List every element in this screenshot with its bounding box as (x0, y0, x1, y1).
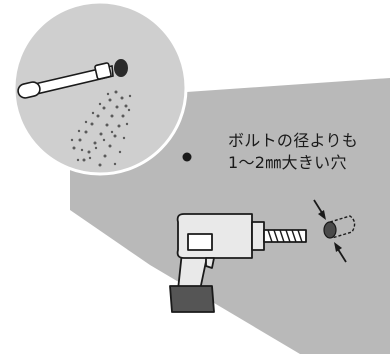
target-hole-icon (323, 215, 356, 239)
dimension-arrows-icon (313, 199, 347, 263)
note-line-1: ボルトの径よりも (228, 131, 359, 150)
drill-bit-icon (263, 229, 307, 243)
hole-marker-icon (182, 152, 192, 162)
hole-size-note: ボルトの径よりも 1〜2㎜大きい穴 (228, 130, 388, 174)
hole-icon (114, 59, 128, 77)
note-line-2: 1〜2㎜大きい穴 (228, 153, 347, 172)
drill-icon (169, 213, 307, 313)
magnifier-inset (12, 0, 188, 176)
blower-nozzle-icon (17, 62, 114, 99)
spray-dust-icon (70, 90, 132, 167)
